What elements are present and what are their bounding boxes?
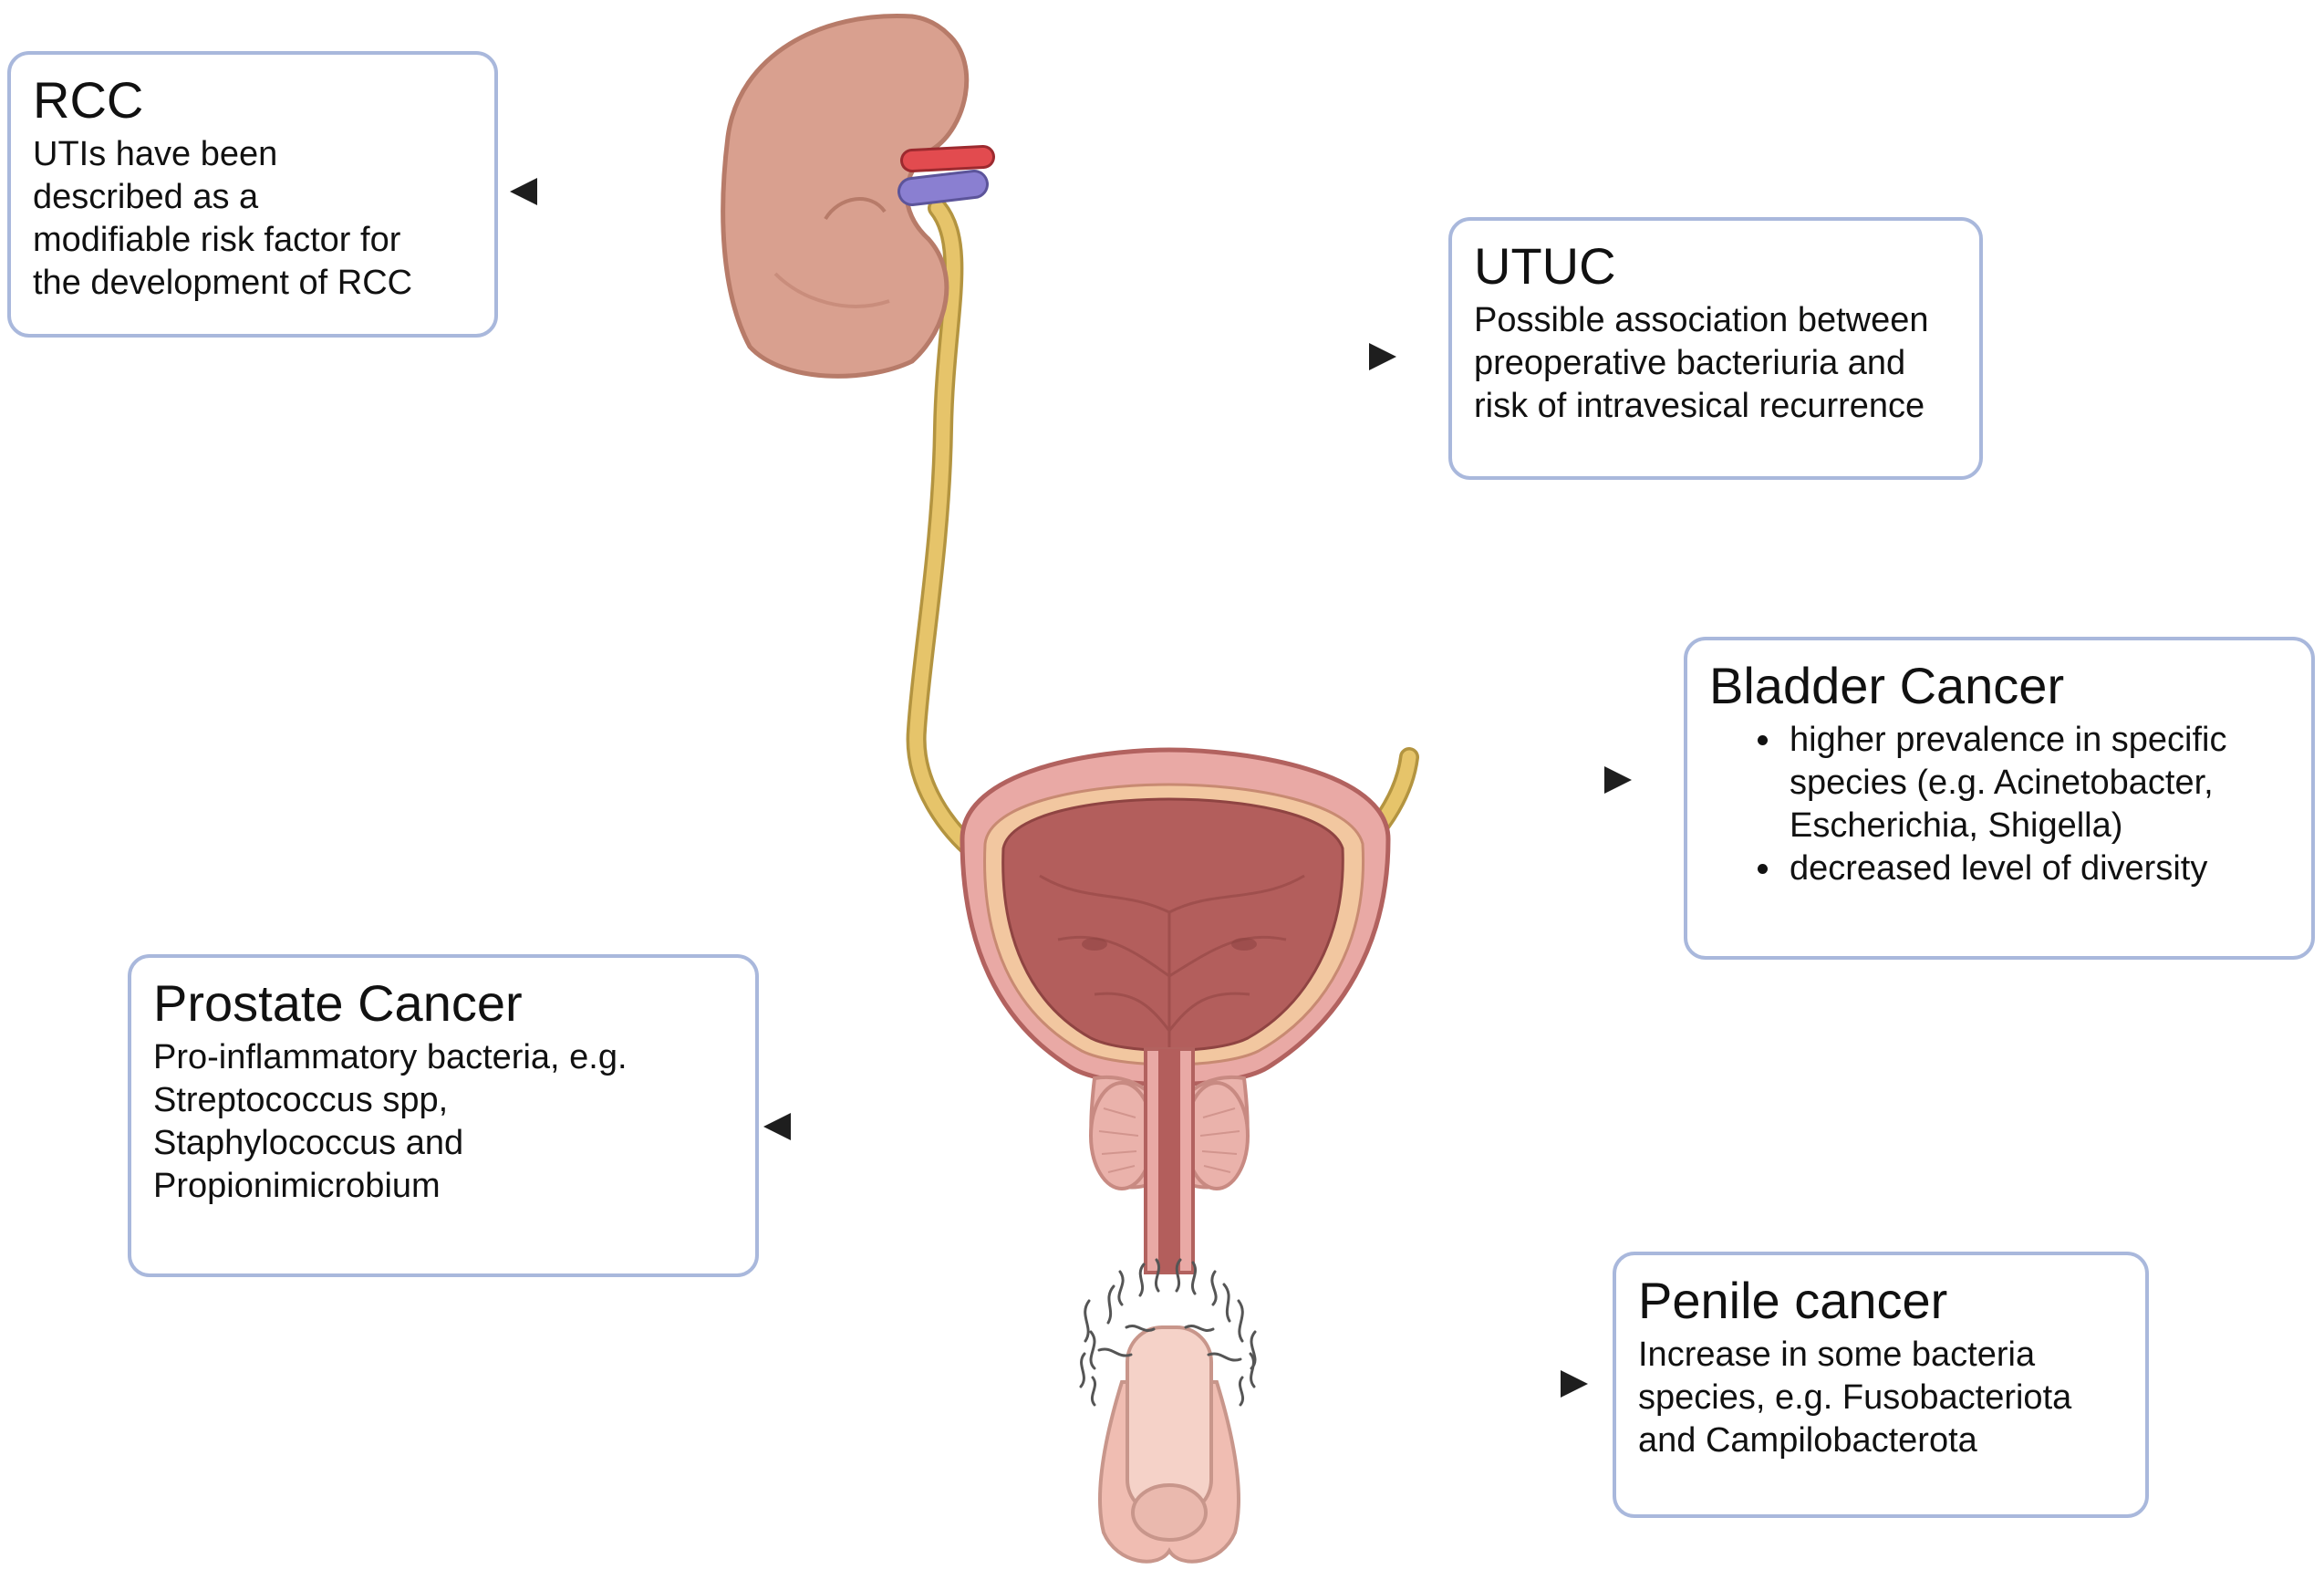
text-line: Staphylococcus and — [153, 1124, 464, 1162]
bladder-cancer-bullets: higher prevalence in specific species (e… — [1709, 719, 2291, 890]
ureter-icon — [906, 198, 1419, 863]
prostate-cancer-title: Prostate Cancer — [153, 974, 523, 1032]
text-line: Streptococcus spp, — [153, 1081, 449, 1119]
penis-icon — [1079, 1258, 1257, 1564]
text-line: Possible association between — [1474, 301, 1929, 339]
bladder-cancer-title: Bladder Cancer — [1709, 657, 2065, 714]
bullet-item: decreased level of diversity — [1784, 847, 2291, 890]
text-line: modifiable risk factor for — [33, 221, 401, 259]
rcc-box: RCC UTIs have been described as a modifi… — [7, 51, 498, 338]
utuc-box: UTUC Possible association between preope… — [1448, 217, 1983, 480]
text-line: Propionimicrobium — [153, 1167, 441, 1205]
utuc-title: UTUC — [1474, 237, 1616, 295]
utuc-text: Possible association between preoperativ… — [1474, 299, 1959, 428]
text-line: Escherichia, Shigella) — [1790, 806, 2123, 845]
arrows — [510, 178, 1632, 1398]
text-line: risk of intravesical recurrence — [1474, 387, 1925, 425]
text-line: Pro-inflammatory bacteria, e.g. — [153, 1038, 628, 1076]
penile-cancer-box: Penile cancer Increase in some bacteria … — [1613, 1252, 2149, 1518]
text-line: preoperative bacteriuria and — [1474, 344, 1906, 382]
penile-cancer-text: Increase in some bacteria species, e.g. … — [1638, 1334, 2125, 1462]
urethra-icon — [1144, 1047, 1195, 1274]
text-line: described as a — [33, 178, 259, 216]
text-line: and Campilobacterota — [1638, 1421, 1977, 1460]
text-line: UTIs have been — [33, 135, 278, 173]
bullet-item: higher prevalence in specific species (e… — [1784, 719, 2291, 847]
rcc-title: RCC — [33, 71, 144, 129]
penile-cancer-title: Penile cancer — [1638, 1272, 1948, 1329]
prostate-cancer-text: Pro-inflammatory bacteria, e.g. Streptoc… — [153, 1036, 735, 1208]
bladder-icon — [960, 747, 1391, 1087]
text-line: the development of RCC — [33, 264, 413, 302]
rcc-text: UTIs have been described as a modifiable… — [33, 133, 474, 305]
prostate-cancer-box: Prostate Cancer Pro-inflammatory bacteri… — [128, 954, 759, 1277]
text-line: higher prevalence in specific — [1790, 721, 2227, 759]
text-line: species, e.g. Fusobacteriota — [1638, 1378, 2072, 1417]
text-line: Increase in some bacteria — [1638, 1336, 2036, 1374]
text-line: species (e.g. Acinetobacter, — [1790, 764, 2214, 802]
text-line: decreased level of diversity — [1790, 849, 2208, 888]
kidney-icon — [721, 13, 995, 379]
bladder-cancer-box: Bladder Cancer higher prevalence in spec… — [1684, 637, 2315, 960]
